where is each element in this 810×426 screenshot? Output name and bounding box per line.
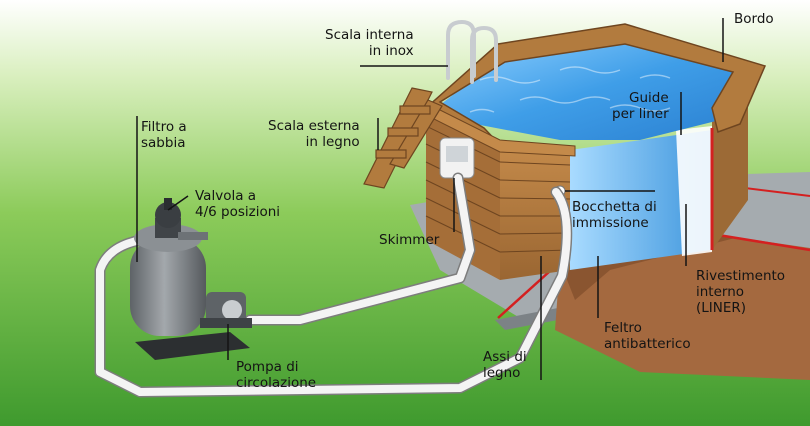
label-feltro: Feltro antibatterico — [604, 320, 691, 352]
sand-filter — [130, 198, 250, 360]
pool-wall-front-2 — [500, 145, 570, 280]
label-assi: Assi di legno — [483, 349, 527, 381]
label-pompa: Pompa di circolazione — [236, 359, 317, 391]
label-skimmer: Skimmer — [379, 232, 440, 248]
circulation-pump — [200, 292, 252, 328]
label-valvola: Valvola a 4/6 posizioni — [195, 188, 281, 220]
external-ladder — [363, 87, 443, 189]
label-scala-esterna: Scala esterna in legno — [268, 118, 360, 150]
liner-guide — [676, 126, 712, 256]
label-scala-interna: Scala interna in inox — [325, 27, 414, 59]
label-bordo: Bordo — [734, 11, 774, 27]
label-bocchetta: Bocchetta di immissione — [572, 199, 657, 231]
label-filtro: Filtro a sabbia — [141, 119, 187, 151]
label-guide-liner: Guide per liner — [612, 90, 669, 122]
label-rivestimento: Rivestimento interno (LINER) — [696, 268, 786, 316]
leader-lines — [136, 18, 724, 380]
internal-ladder — [446, 19, 498, 84]
liner-interior — [570, 130, 712, 270]
water-surface — [440, 40, 748, 140]
soil-cut — [555, 232, 810, 380]
leader-valvola — [167, 195, 189, 211]
skimmer — [439, 137, 475, 179]
